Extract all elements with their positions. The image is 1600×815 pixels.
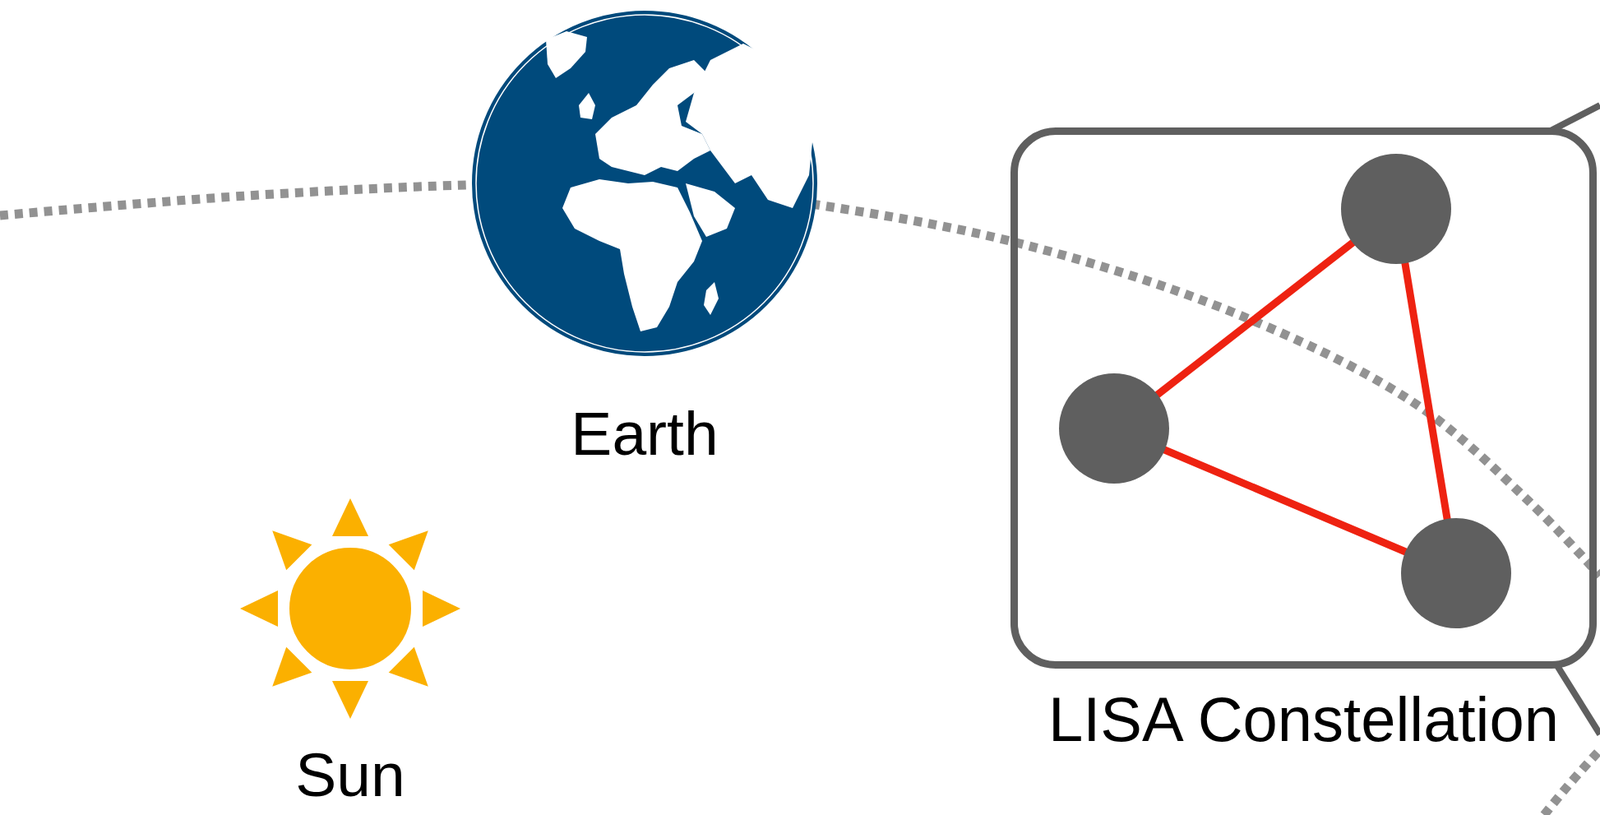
spacecraft — [1341, 153, 1452, 264]
spacecraft — [1401, 517, 1512, 629]
body-label: Earth — [570, 402, 718, 465]
sun-symbol — [240, 498, 461, 719]
constellation-box: LISA Constellation — [1010, 127, 1597, 669]
sun-ray — [422, 590, 461, 627]
sun-ray — [332, 498, 369, 537]
box-heading: LISA Constellation — [1048, 688, 1559, 751]
sun-ray — [332, 680, 369, 719]
sun-ray — [240, 590, 278, 627]
earth-globe — [472, 11, 817, 356]
callout-line — [1556, 664, 1600, 735]
orbit-path-zoom — [1544, 749, 1600, 815]
body-label: Sun — [295, 744, 405, 806]
lisa-triangle — [1058, 153, 1512, 629]
sun-disc — [286, 545, 414, 672]
spacecraft — [1058, 373, 1170, 484]
